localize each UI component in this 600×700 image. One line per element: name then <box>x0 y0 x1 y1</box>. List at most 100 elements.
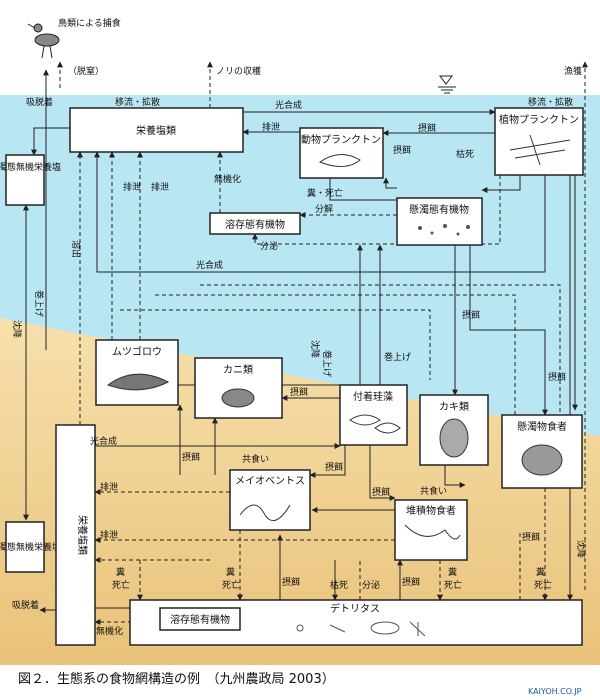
box-diatom: 付着珪藻 <box>339 384 408 446</box>
denitrification-label: （脱窒） <box>68 65 104 77</box>
resusp3-label: 巻上げ <box>384 351 411 363</box>
label-left-lower: 懸濁態無機栄養塩 <box>0 541 61 553</box>
fishing-label: 漁獲 <box>564 65 582 77</box>
clam-icon <box>521 444 563 476</box>
adsorb-bottom-label: 吸脱着 <box>12 599 39 611</box>
zooplankton-icon <box>318 154 361 167</box>
feces-3-label: 糞 <box>448 566 457 578</box>
adsorb-top-label: 吸脱着 <box>26 96 53 108</box>
box-suspension-feeder: 懸濁物食者 <box>501 414 583 489</box>
excrete-zoo-label: 排泄 <box>262 121 280 133</box>
mineral2-label: 無機化 <box>96 625 123 637</box>
label-crab: カニ類 <box>223 364 253 376</box>
wither-diatom-label: 枯死 <box>330 579 348 591</box>
sink3-label: 沈降 <box>575 540 587 558</box>
label-suspension-feeder: 懸濁物食者 <box>517 420 567 433</box>
caption-area <box>0 665 600 700</box>
label-left-upper: 懸濁態無機栄養塩 <box>0 161 61 173</box>
canni1-label: 共食い <box>242 453 269 465</box>
graze-det3-label: 摂餌 <box>522 531 540 543</box>
label-oyster: カキ類 <box>439 401 469 413</box>
graze-susp-label: 摂餌 <box>548 371 566 383</box>
particles-icon <box>418 224 470 236</box>
label-meiobenthos: メイオベントス <box>235 475 305 487</box>
box-phytoplankton: 植物プランクトン <box>494 107 584 176</box>
sink1-label: 沈降 <box>11 320 23 338</box>
fish-icon <box>106 373 170 391</box>
box-zooplankton: 動物プランクトン <box>299 127 384 179</box>
box-pom-water: 懸濁態有機物 <box>396 197 483 246</box>
graze-det2-label: 摂餌 <box>402 576 420 588</box>
resusp2-label: 巻上げ <box>321 350 333 377</box>
label-mutsugoro: ムツゴロウ <box>112 345 162 358</box>
graze-crab-label: 摂餌 <box>290 386 308 398</box>
feces-zoo-label: 糞・死亡 <box>307 187 343 199</box>
excrete-v1-label: 排泄 <box>123 181 141 193</box>
box-left-upper: 懸濁態無機栄養塩 <box>0 154 61 206</box>
death-3-label: 死亡 <box>444 579 462 591</box>
death-2-label: 死亡 <box>222 579 240 591</box>
label-pom-water: 懸濁態有機物 <box>409 203 469 216</box>
box-dom-sediment: 溶存態有機物 <box>159 607 241 631</box>
secrete2-label: 分泌 <box>362 579 380 591</box>
excrete-low2-label: 排泄 <box>100 529 118 541</box>
box-nutrients-water: 栄養塩類 <box>69 107 244 153</box>
box-dom-water: 溶存態有機物 <box>209 212 301 235</box>
label-dom-sediment: 溶存態有機物 <box>170 613 230 626</box>
feces-1-label: 糞 <box>116 566 125 578</box>
graze-mei-label: 摂餌 <box>325 461 343 473</box>
advect-left-label: 移流・拡散 <box>115 96 160 108</box>
decompose-label: 分解 <box>315 203 333 215</box>
graze-mutsu-label: 摂餌 <box>182 451 200 463</box>
top-exit-arrows <box>43 61 588 590</box>
canni2-label: 共食い <box>420 485 447 497</box>
wither-phyto-label: 枯死 <box>456 148 474 160</box>
phytoplankton-icon <box>509 134 571 166</box>
label-dom-water: 溶存態有機物 <box>225 218 285 231</box>
detritus-particles-icon <box>296 621 426 637</box>
advect-right-label: 移流・拡散 <box>528 96 573 108</box>
death-1-label: 死亡 <box>112 579 130 591</box>
label-deposit-feeder: 堆積物食者 <box>406 504 456 517</box>
label-nutrients-water: 栄養塩類 <box>136 124 176 137</box>
box-nutrients-sediment: 栄養塩類 <box>55 424 96 646</box>
site-label: KAIYOH.CO.JP <box>528 687 582 696</box>
nori-harvest-label: ノリの収穫 <box>216 65 261 77</box>
secrete1-label: 分泌 <box>260 240 278 252</box>
box-oyster: カキ類 <box>419 394 489 466</box>
elute-label: 溶出 <box>70 240 82 258</box>
sky-area <box>0 0 600 95</box>
graze-dep-label: 摂餌 <box>372 486 390 498</box>
crab-icon <box>221 388 255 408</box>
resusp1-label: 巻上げ <box>33 290 45 317</box>
box-mutsugoro: ムツゴロウ <box>95 339 179 406</box>
label-diatom: 付着珪藻 <box>353 390 393 403</box>
box-meiobenthos: メイオベントス <box>229 469 311 531</box>
diatom-icon <box>349 414 401 434</box>
feces-4-label: 糞 <box>536 566 545 578</box>
box-deposit-feeder: 堆積物食者 <box>394 499 468 561</box>
label-zooplankton: 動物プランクトン <box>301 133 381 146</box>
bird-icon <box>27 23 60 59</box>
graze-oyster-label: 摂餌 <box>462 309 480 321</box>
flow-labels: 吸脱着 吸脱着 移流・拡散 移流・拡散 光合成 光合成 光合成 排泄 排泄 排泄… <box>11 96 587 637</box>
feces-2-label: 糞 <box>226 566 235 578</box>
box-crab: カニ類 <box>194 357 283 419</box>
death-4-label: 死亡 <box>534 579 552 591</box>
excrete-v2-label: 排泄 <box>151 181 169 193</box>
graze-det1-label: 摂餌 <box>282 576 300 588</box>
polychaete-icon <box>404 524 461 540</box>
excrete-low1-label: 排泄 <box>100 481 118 493</box>
label-detritus: デトリタス <box>330 602 380 615</box>
box-left-lower: 懸濁態無機栄養塩 <box>0 521 61 573</box>
bird-predation-label: 鳥類による捕食 <box>58 17 121 29</box>
sink2-label: 沈降 <box>309 340 321 358</box>
worm-icon <box>239 504 291 522</box>
label-nutrients-sediment: 栄養塩類 <box>76 515 89 555</box>
graze-zoo-label: 摂餌 <box>418 122 436 134</box>
photo-low-label: 光合成 <box>90 435 117 447</box>
photo-top-label: 光合成 <box>275 99 302 111</box>
mineral1-label: 無機化 <box>214 173 241 185</box>
water-surface-icon <box>438 75 456 94</box>
